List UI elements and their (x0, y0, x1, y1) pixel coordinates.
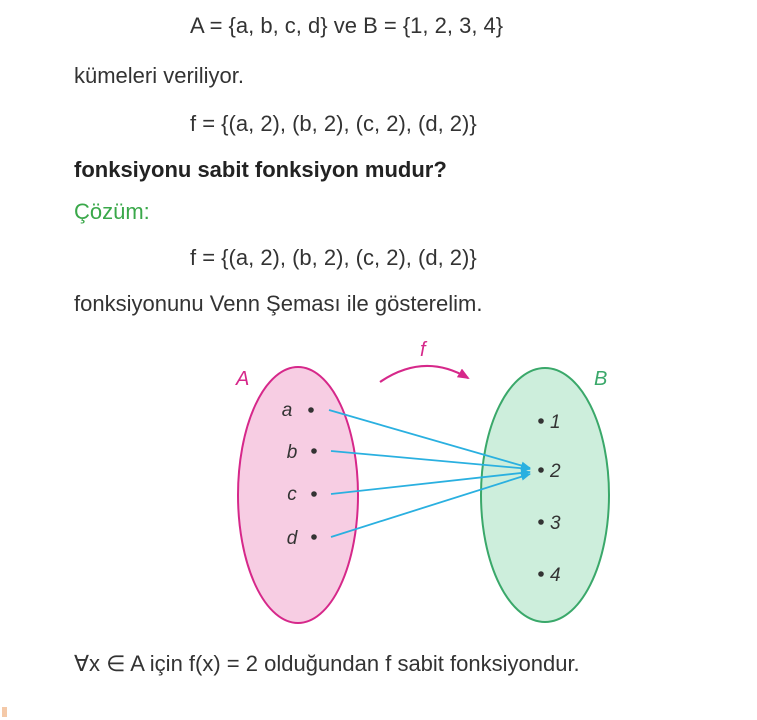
conclusion-text: ∀x ∈ A için f(x) = 2 olduğundan f sabit … (74, 651, 580, 676)
element-1-dot (538, 418, 544, 424)
arrow-a-to-2 (328, 409, 531, 470)
set-b-elements: 1 2 3 4 (538, 412, 561, 586)
venn-diagram: A B f a b c d 1 2 3 4 (235, 339, 610, 624)
element-3-dot (538, 519, 544, 525)
element-a: a (282, 400, 293, 421)
function-label: f (420, 339, 428, 361)
element-3: 3 (550, 513, 561, 534)
arrow-d-to-2 (330, 472, 531, 538)
set-a-ellipse (237, 366, 359, 624)
arrow-c-to-2 (330, 469, 531, 495)
question-text: fonksiyonu sabit fonksiyon mudur? (74, 157, 447, 182)
function-definition: f = {(a, 2), (b, 2), (c, 2), (d, 2)} (190, 111, 477, 136)
arrow-b-to-2 (330, 450, 531, 473)
set-a-elements: a b c d (282, 400, 317, 549)
function-direction-arrow (379, 364, 470, 383)
element-c-dot (311, 491, 317, 497)
element-d-dot (311, 534, 317, 540)
element-a-dot (308, 407, 314, 413)
element-d: d (287, 528, 299, 549)
set-a-label: A (235, 368, 249, 390)
venn-intro-text: fonksiyonunu Venn Şeması ile gösterelim. (74, 291, 483, 316)
mapping-arrows (328, 409, 531, 538)
element-4-dot (538, 571, 544, 577)
element-b-dot (311, 448, 317, 454)
element-1: 1 (550, 412, 561, 433)
set-b-label: B (594, 368, 607, 390)
given-text: kümeleri veriliyor. (74, 63, 244, 88)
element-c: c (287, 484, 297, 505)
solution-function-definition: f = {(a, 2), (b, 2), (c, 2), (d, 2)} (190, 245, 477, 270)
solution-heading: Çözüm: (74, 199, 150, 224)
page-edge-mark (2, 707, 7, 717)
sets-definition: A = {a, b, c, d} ve B = {1, 2, 3, 4} (190, 13, 504, 38)
element-b: b (287, 442, 298, 463)
element-4: 4 (550, 565, 561, 586)
element-2-dot (538, 467, 544, 473)
set-b-ellipse (480, 367, 610, 623)
element-2: 2 (549, 461, 561, 482)
